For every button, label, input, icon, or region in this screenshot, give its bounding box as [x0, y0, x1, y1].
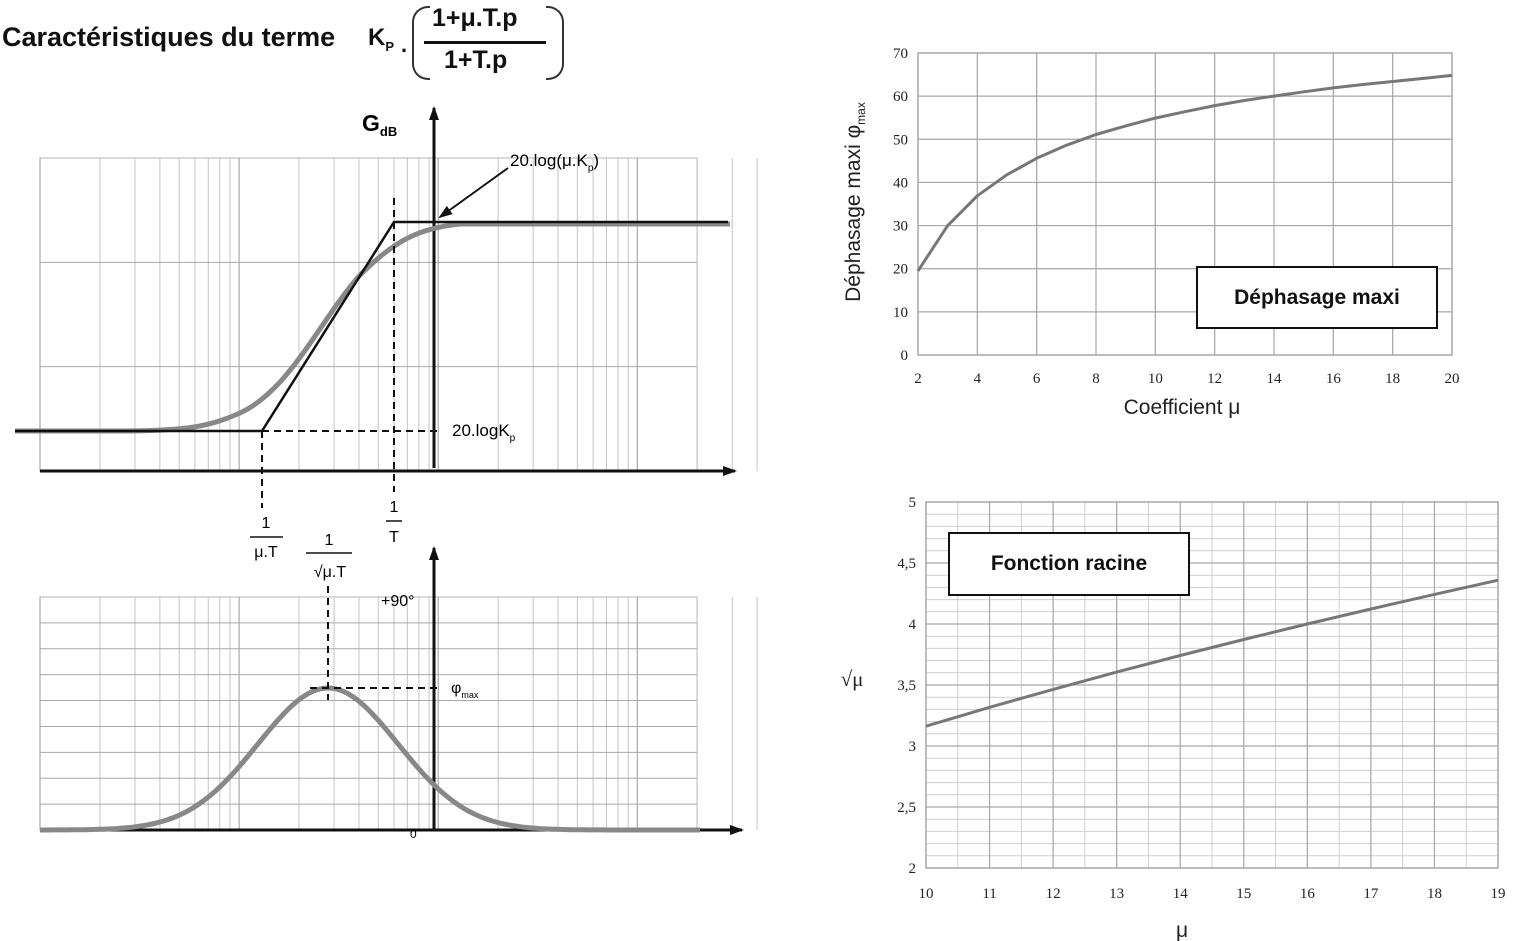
y-tick-label: 10 [893, 305, 908, 321]
freq1-denominator: μ.T [254, 544, 278, 561]
x-tick-label: 4 [974, 371, 982, 387]
y-tick-label: 2,5 [897, 800, 916, 816]
x-tick-label: 18 [1385, 371, 1400, 387]
high-gain-pointer [438, 167, 509, 219]
x-tick-label: 6 [1033, 371, 1041, 387]
y-tick-label: 2 [909, 861, 917, 877]
x-tick-label: 18 [1427, 886, 1442, 902]
gain-asymptote [15, 220, 728, 433]
x-tick-label: 16 [1300, 886, 1316, 902]
phase-zero-label: 0 [410, 827, 417, 841]
gain-axis-label: GdB [362, 110, 397, 139]
y-tick-label: 4,5 [897, 556, 916, 572]
grid-frame [39, 596, 698, 831]
x-tick-label: 15 [1236, 886, 1251, 902]
y-axis-label: Déphasage maxi φmax [842, 102, 868, 302]
y-tick-label: 4 [909, 617, 917, 633]
bode-diagrams: GdB 20.log(μ.Kp) 20.logKp 1 μ.T 1 T 1 √μ… [15, 106, 758, 841]
x-tick-label: 10 [919, 886, 934, 902]
y-tick-label: 70 [893, 46, 908, 62]
chart-1: 2 4 6 8 10 12 14 16 18 20 0 10 20 30 40 50 60 70Coefficie… [842, 46, 1460, 419]
x-tick-label: 13 [1109, 886, 1124, 902]
x-tick-label: 12 [1207, 371, 1222, 387]
x-axis-label: μ [1176, 919, 1188, 941]
x-tick-label: 12 [1046, 886, 1061, 902]
x-tick-label: 2 [914, 371, 922, 387]
y-tick-label: 5 [909, 495, 917, 511]
y-tick-label: 40 [893, 175, 908, 191]
page-title: Caractéristiques du terme [2, 22, 336, 52]
x-tick-label: 14 [1173, 886, 1189, 902]
freq2-denominator: T [389, 529, 399, 546]
gain-log-grid [39, 157, 758, 472]
x-tick-label: 8 [1092, 371, 1100, 387]
phase-curve [40, 685, 700, 833]
series-line [916, 73, 1453, 272]
y-tick-label: 30 [893, 219, 908, 235]
chart2-title-box: Fonction racine [948, 532, 1190, 596]
y-tick-label: 0 [901, 348, 909, 364]
grid-frame [39, 157, 698, 472]
x-tick-label: 10 [1148, 371, 1163, 387]
series-line [925, 578, 1499, 728]
x-tick-label: 19 [1491, 886, 1506, 902]
y-tick-label: 50 [893, 132, 908, 148]
phase-log-grid [39, 596, 758, 831]
low-gain-label: 20.logKp [452, 421, 516, 444]
x-axis-label: Coefficient μ [1124, 396, 1241, 419]
y-tick-label: 3,5 [897, 678, 916, 694]
y-tick-label: 3 [909, 739, 917, 755]
freq1-numerator: 1 [262, 515, 271, 532]
formula-denominator: 1+T.p [444, 46, 508, 74]
x-tick-label: 11 [982, 886, 996, 902]
freq-mid-numerator: 1 [325, 532, 334, 549]
phase-max-label: φmax [451, 680, 479, 700]
y-tick-label: 60 [893, 89, 908, 105]
formula-gain: KP [368, 24, 395, 54]
x-tick-label: 14 [1267, 371, 1283, 387]
y-axis-label: √μ [841, 667, 864, 691]
phase-top-label: +90° [381, 593, 415, 610]
chart1-title-box: Déphasage maxi [1196, 266, 1438, 329]
y-tick-label: 20 [893, 262, 908, 278]
formula-numerator: 1+μ.T.p [432, 4, 518, 32]
freq-mid-denominator: √μ.T [314, 564, 346, 581]
gain-real-curve [15, 221, 730, 434]
formula-fraction-bar [424, 41, 546, 44]
high-gain-label: 20.log(μ.Kp) [510, 151, 599, 174]
x-tick-label: 20 [1445, 371, 1460, 387]
x-tick-label: 16 [1326, 371, 1342, 387]
freq2-numerator: 1 [390, 499, 399, 516]
x-tick-label: 17 [1363, 886, 1379, 902]
formula-dot: . [401, 32, 408, 57]
